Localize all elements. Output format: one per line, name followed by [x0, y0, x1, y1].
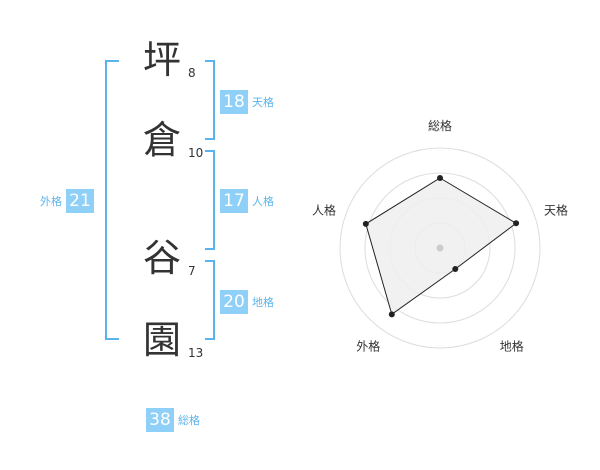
- stroke-count-2: 10: [188, 146, 204, 160]
- soukaku-label: 総格: [178, 414, 200, 427]
- name-char-4: 園: [142, 318, 181, 362]
- radar-ring: [364, 172, 516, 324]
- radar-axis-label: 人格: [312, 202, 336, 217]
- tenkaku-value: 18: [220, 90, 248, 114]
- soukaku-badge: 38 総格: [146, 408, 200, 432]
- radar-point: [452, 266, 459, 273]
- chikaku-value: 20: [220, 290, 248, 314]
- radar-point: [388, 311, 395, 318]
- radar-point: [437, 175, 443, 181]
- jinkaku-bracket: [205, 150, 215, 250]
- soukaku-value: 38: [146, 408, 174, 432]
- gaikaku-label: 外格: [40, 195, 62, 208]
- radar-point: [362, 220, 369, 227]
- name-char-2: 倉: [142, 118, 181, 162]
- radar-axis-label: 外格: [356, 339, 380, 354]
- radar-center-dot: [436, 244, 444, 252]
- gaikaku-bracket: [105, 60, 119, 340]
- chikaku-label: 地格: [252, 296, 274, 309]
- jinkaku-value: 17: [220, 189, 248, 213]
- chikaku-bracket: [205, 260, 215, 340]
- radar-axis-label: 地格: [500, 339, 524, 354]
- tenkaku-bracket: [205, 60, 215, 140]
- chikaku-badge: 20 地格: [220, 290, 274, 314]
- name-char-3: 谷: [142, 236, 181, 280]
- jinkaku-badge: 17 人格: [220, 189, 274, 213]
- stroke-count-4: 13: [188, 346, 204, 360]
- radar-axis-label: 天格: [544, 202, 568, 217]
- radar-ring: [339, 147, 541, 349]
- radar-axis-label: 総格: [428, 118, 452, 133]
- tenkaku-badge: 18 天格: [220, 90, 274, 114]
- jinkaku-label: 人格: [252, 195, 274, 208]
- radar-point: [513, 220, 520, 227]
- gaikaku-value: 21: [66, 189, 94, 213]
- name-char-1: 坪: [142, 38, 181, 82]
- tenkaku-label: 天格: [252, 96, 274, 109]
- gaikaku-badge: 外格 21: [40, 189, 94, 213]
- stroke-count-3: 7: [188, 264, 196, 278]
- stroke-count-1: 8: [188, 66, 196, 80]
